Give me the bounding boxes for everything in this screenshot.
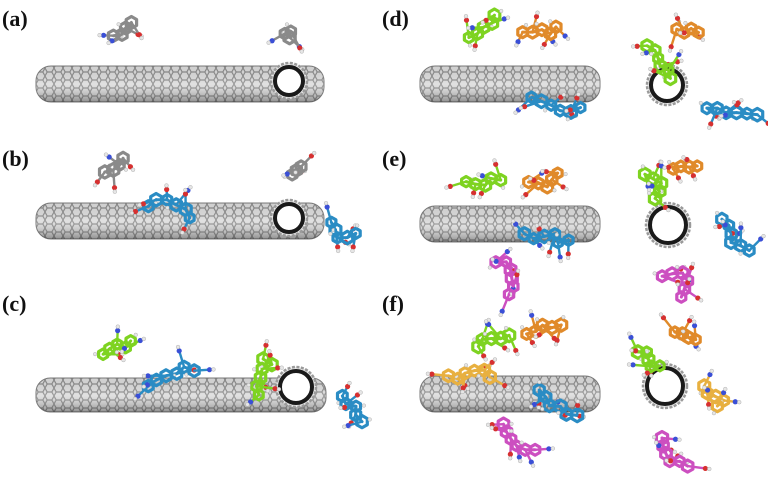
panel-label-f: (f)	[382, 291, 404, 316]
molecule-yellow-f	[425, 357, 511, 395]
nanotube-side-b	[35, 202, 325, 240]
nanotube-end-f	[641, 362, 689, 410]
panel-label-e: (e)	[382, 146, 407, 171]
panel-label-a: (a)	[2, 6, 28, 31]
molecule-green-d	[462, 7, 511, 52]
molecule-orange-d	[514, 10, 571, 51]
molecule-gray-a	[97, 14, 144, 46]
molecule-green-c-end	[245, 339, 284, 407]
molecule-yellow-f-end	[697, 368, 742, 416]
molecule-magenta-f	[485, 416, 555, 468]
nanotube-side-c	[35, 377, 327, 413]
molecule-green-c	[93, 324, 147, 363]
molecule-green-e-end	[637, 159, 671, 213]
nanotube-side-d	[419, 65, 601, 103]
nanotube-end-e	[644, 201, 692, 249]
molecule-orange-f	[520, 309, 569, 349]
panel-label-c: (c)	[2, 291, 27, 316]
molecule-blue-c	[132, 344, 216, 402]
nanotube-end-c	[274, 365, 318, 409]
molecule-blue-d	[513, 89, 587, 122]
panel-label-d: (d)	[382, 6, 409, 31]
nanotube-end-b	[269, 198, 309, 238]
molecule-blue-b	[129, 183, 196, 235]
molecule-magenta-e-end	[652, 261, 704, 304]
molecule-orange-e	[519, 166, 569, 200]
molecule-blue-f	[528, 380, 586, 424]
molecule-magenta-e	[487, 246, 521, 318]
molecule-blue-b-end	[323, 201, 362, 254]
nanotube-end-a	[269, 61, 309, 101]
molecule-magenta-f-end	[651, 429, 712, 474]
molecule-blue-e-end	[713, 210, 766, 258]
molecule-orange-d-end	[667, 12, 706, 53]
panel-label-b: (b)	[2, 146, 29, 171]
molecule-blue-e	[510, 219, 575, 264]
molecule-blue-c-end	[335, 380, 372, 430]
molecule-gray-a-end	[266, 22, 305, 54]
nanotube-side-a	[35, 65, 325, 103]
molecule-green-e	[444, 158, 508, 200]
molecule-blue-d-end	[698, 98, 768, 130]
molecule-green-d-end	[630, 38, 684, 87]
molecule-gray-b-end	[281, 150, 317, 182]
molecule-gray-b	[92, 150, 136, 194]
molecule-green-f-end	[626, 331, 669, 378]
molecule-orange-f-end	[658, 312, 702, 352]
molecule-orange-e-end	[662, 155, 704, 184]
molecule-green-f	[471, 317, 520, 362]
